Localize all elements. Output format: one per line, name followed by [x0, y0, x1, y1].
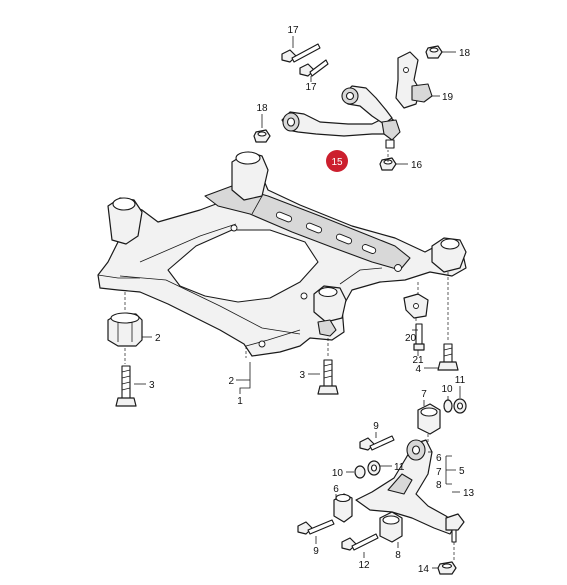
callout-4: 4: [415, 364, 421, 375]
bushing-7-upper: [417, 403, 441, 435]
callout-2-b: 2: [228, 376, 234, 387]
callout-7-a: 7: [421, 389, 427, 400]
subframe-mount-bushing: [107, 312, 143, 347]
bolt-21: [413, 323, 425, 351]
callout-3-a: 3: [149, 380, 155, 391]
bushing-8-arm: [379, 511, 403, 543]
bracket-upper-right: [395, 51, 433, 109]
callout-2-a: 2: [155, 333, 161, 344]
bolt-3-center: [317, 359, 339, 395]
bolt-9-upper: [359, 435, 395, 451]
callout-6-a: 6: [436, 453, 442, 464]
callout-19: 19: [442, 92, 454, 103]
callout-labels: 17 17 18 18 19 16 2 2 1 3 3 20 21 4 10 1…: [149, 25, 475, 575]
nut-18-left: [253, 129, 271, 143]
bracket-20: [403, 293, 429, 319]
ball-joint-13: [445, 513, 465, 543]
callout-9-a: 9: [373, 421, 379, 432]
callout-17-a: 17: [287, 25, 299, 36]
washer-10-11-upper: [443, 398, 467, 414]
callout-16: 16: [411, 160, 423, 171]
upper-wishbone: [281, 85, 401, 149]
leader-lines: [124, 36, 461, 569]
callout-10-b: 10: [332, 468, 344, 479]
nut-18-top: [425, 45, 443, 59]
bolt-12: [341, 533, 379, 551]
callout-3-b: 3: [299, 370, 305, 381]
callout-1: 1: [237, 396, 243, 407]
callout-17-b: 17: [305, 82, 317, 93]
bolt-17-upper: [281, 43, 321, 63]
callout-10-a: 10: [441, 384, 453, 395]
callout-15[interactable]: 15: [331, 157, 343, 168]
callout-21: 21: [412, 355, 424, 366]
front-axle-crossmember: [97, 151, 467, 357]
highlight-badge[interactable]: [326, 150, 348, 172]
nut-14: [437, 561, 457, 575]
callout-7-b: 7: [436, 467, 442, 478]
callout-13: 13: [463, 488, 475, 499]
lower-control-arm: [355, 439, 457, 535]
highlight-part-15[interactable]: 15: [326, 150, 348, 172]
callout-14: 14: [418, 564, 430, 575]
washer-10-11-middle: [354, 460, 381, 479]
callout-20: 20: [405, 333, 417, 344]
bolt-9-lower: [297, 519, 335, 535]
callout-18-a: 18: [459, 48, 471, 59]
callout-11-a: 11: [455, 375, 466, 386]
callout-12: 12: [358, 560, 370, 571]
callout-9-b: 9: [313, 546, 319, 557]
callout-6-b: 6: [333, 484, 339, 495]
callout-8-a: 8: [436, 480, 442, 491]
bolt-4: [437, 343, 459, 371]
callout-5: 5: [459, 466, 465, 477]
callout-11-b: 11: [394, 462, 405, 473]
callout-18-b: 18: [256, 103, 268, 114]
bolt-17-lower: [299, 59, 329, 77]
bushing-6-arm: [333, 493, 353, 523]
callout-8-b: 8: [395, 550, 401, 561]
bolt-3-left: [115, 365, 137, 407]
